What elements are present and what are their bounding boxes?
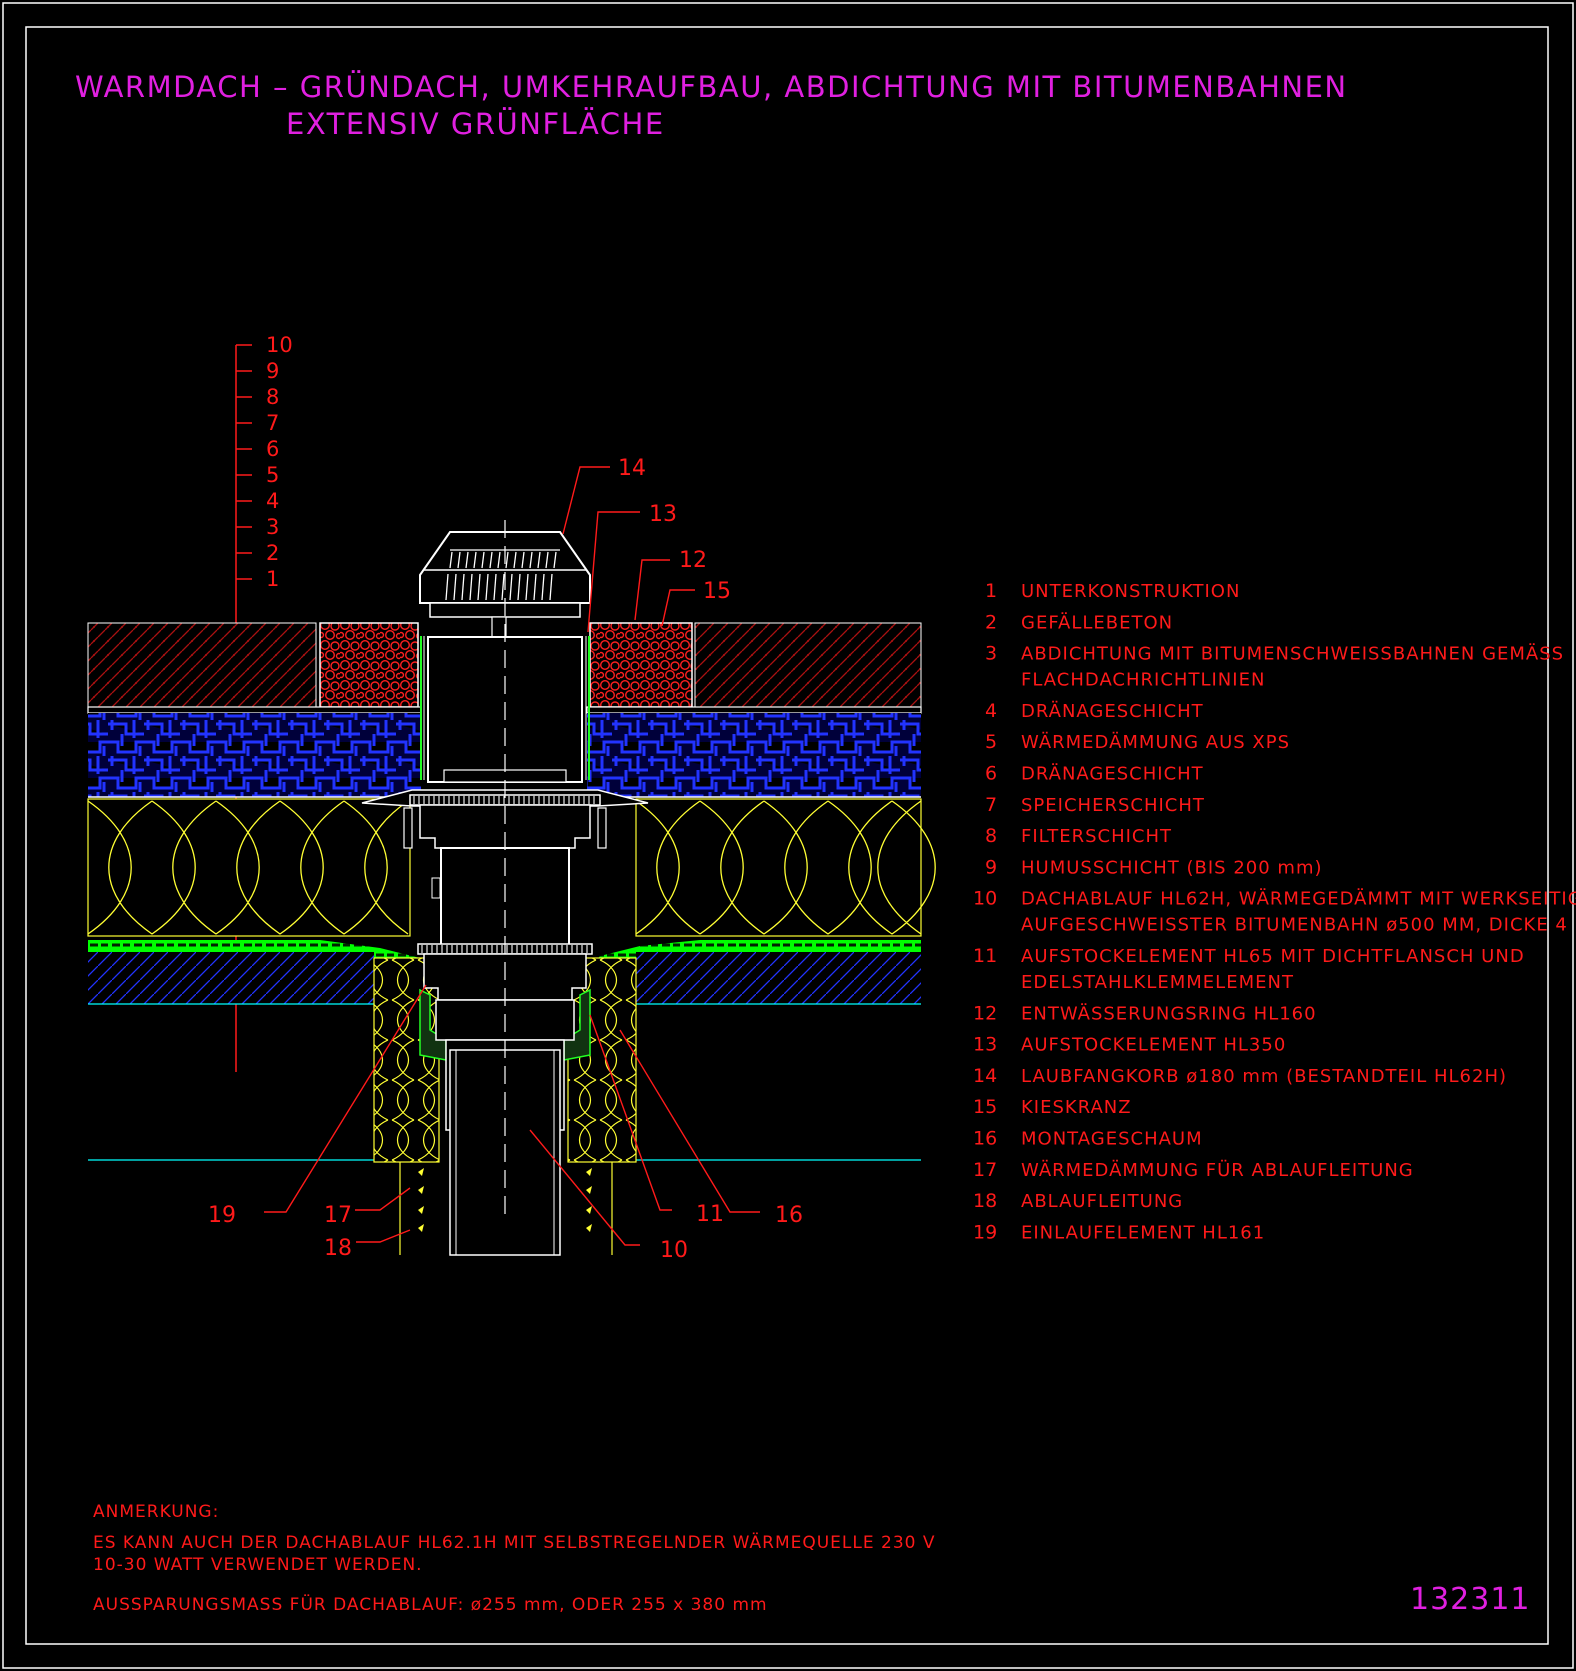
legend-text: ENTWÄSSERUNGSRING HL160 — [1021, 1003, 1317, 1024]
legend-text: GEFÄLLEBETON — [1021, 612, 1173, 633]
drain-body-hl62h — [431, 847, 570, 947]
legend-text: KIESKRANZ — [1021, 1097, 1132, 1118]
concrete-slab — [88, 952, 921, 1161]
title-line-2: EXTENSIV GRÜNFLÄCHE — [286, 107, 665, 141]
legend-text: HUMUSSCHICHT (BIS 200 mm) — [1021, 857, 1323, 878]
scale-label: 7 — [266, 411, 279, 435]
legend-text: DRÄNAGESCHICHT — [1021, 701, 1204, 722]
legend-number: 5 — [985, 731, 997, 753]
legend-number: 4 — [985, 700, 997, 722]
callout-12: 12 — [679, 548, 707, 573]
drawing-number: 132311 — [1410, 1582, 1531, 1617]
legend-number: 9 — [985, 856, 997, 878]
callout-leaders — [264, 466, 760, 1246]
legend-number: 16 — [973, 1128, 997, 1150]
legend-number: 19 — [973, 1221, 997, 1243]
legend-number: 6 — [985, 763, 997, 785]
legend-number: 14 — [973, 1065, 997, 1087]
legend-number: 17 — [973, 1159, 997, 1181]
legend-text: WÄRMEDÄMMUNG FÜR ABLAUFLEITUNG — [1021, 1159, 1414, 1181]
note-line-2: 10-30 WATT VERWENDET WERDEN. — [93, 1555, 423, 1575]
scale-label: 10 — [266, 333, 293, 357]
legend-text: WÄRMEDÄMMUNG AUS XPS — [1021, 732, 1290, 753]
legend-number: 15 — [973, 1096, 997, 1118]
legend-text: ABLAUFLEITUNG — [1021, 1191, 1183, 1212]
scale-label: 3 — [266, 515, 279, 539]
legend-number: 13 — [973, 1034, 997, 1056]
legend-text: AUFGESCHWEISSTER BITUMENBAHN ø500 MM, DI… — [1021, 915, 1576, 936]
legend-text: SPEICHERSCHICHT — [1021, 795, 1205, 816]
legend-text: LAUBFANGKORB ø180 mm (BESTANDTEIL HL62H) — [1021, 1066, 1507, 1087]
mineral-wool-layer — [87, 798, 936, 937]
callout-16: 16 — [775, 1203, 803, 1228]
legend-number: 1 — [985, 580, 997, 602]
note-heading: ANMERKUNG: — [93, 1502, 219, 1522]
scale-label: 1 — [266, 567, 279, 591]
callout-17: 17 — [324, 1203, 352, 1228]
legend-text: EDELSTAHLKLEMMELEMENT — [1021, 972, 1294, 993]
legend-text: DRÄNAGESCHICHT — [1021, 764, 1204, 785]
scale-label: 5 — [266, 463, 279, 487]
legend-number: 18 — [973, 1190, 997, 1212]
legend-text: DACHABLAUF HL62H, WÄRMEGEDÄMMT MIT WERKS… — [1021, 889, 1576, 910]
legend-number: 10 — [973, 888, 997, 910]
pipe-insulation — [373, 957, 637, 1255]
legend-text: AUFSTOCKELEMENT HL65 MIT DICHTFLANSCH UN… — [1021, 946, 1525, 967]
note-line-3: AUSSPARUNGSMASS FÜR DACHABLAUF: ø255 mm,… — [93, 1593, 768, 1615]
callout-10: 10 — [660, 1238, 688, 1263]
gravel-ring — [319, 622, 693, 708]
legend-text: EINLAUFELEMENT HL161 — [1021, 1222, 1265, 1243]
xps-insulation-layer — [88, 713, 921, 798]
legend-text: ABDICHTUNG MIT BITUMENSCHWEISSBAHNEN GEM… — [1021, 644, 1564, 665]
callout-14: 14 — [618, 456, 646, 481]
leaf-guard-basket — [419, 531, 591, 638]
legend-number: 7 — [985, 794, 997, 816]
inner-frame — [25, 26, 1549, 1645]
note-line-1: ES KANN AUCH DER DACHABLAUF HL62.1H MIT … — [93, 1532, 935, 1553]
callout-13: 13 — [649, 502, 677, 527]
scale-label: 8 — [266, 385, 279, 409]
scale-label: 9 — [266, 359, 279, 383]
humus-layer — [87, 622, 922, 708]
legend-number: 8 — [985, 825, 997, 847]
drain-pipe — [418, 520, 592, 1256]
legend-text: AUFSTOCKELEMENT HL350 — [1021, 1035, 1286, 1056]
legend: 1 UNTERKONSTRUKTION 2 GEFÄLLEBETON 3 ABDICHTU… — [973, 580, 1576, 1243]
scale-label: 4 — [266, 489, 279, 513]
legend-text: UNTERKONSTRUKTION — [1021, 581, 1240, 602]
callout-11: 11 — [696, 1202, 724, 1227]
legend-text: FLACHDACHRICHTLINIEN — [1021, 670, 1265, 691]
title-line-1: WARMDACH – GRÜNDACH, UMKEHRAUFBAU, ABDIC… — [75, 70, 1348, 104]
legend-text: MONTAGESCHAUM — [1021, 1129, 1203, 1150]
legend-number: 11 — [973, 945, 997, 967]
legend-text: FILTERSCHICHT — [1021, 826, 1172, 847]
scale-label: 2 — [266, 541, 279, 565]
callout-18: 18 — [324, 1236, 352, 1261]
waterproofing-membrane — [88, 940, 921, 966]
callout-15: 15 — [703, 579, 731, 604]
legend-number: 3 — [985, 643, 997, 665]
callout-19: 19 — [208, 1203, 236, 1228]
legend-number: 2 — [985, 611, 997, 633]
legend-number: 12 — [973, 1002, 997, 1024]
scale-label: 6 — [266, 437, 279, 461]
